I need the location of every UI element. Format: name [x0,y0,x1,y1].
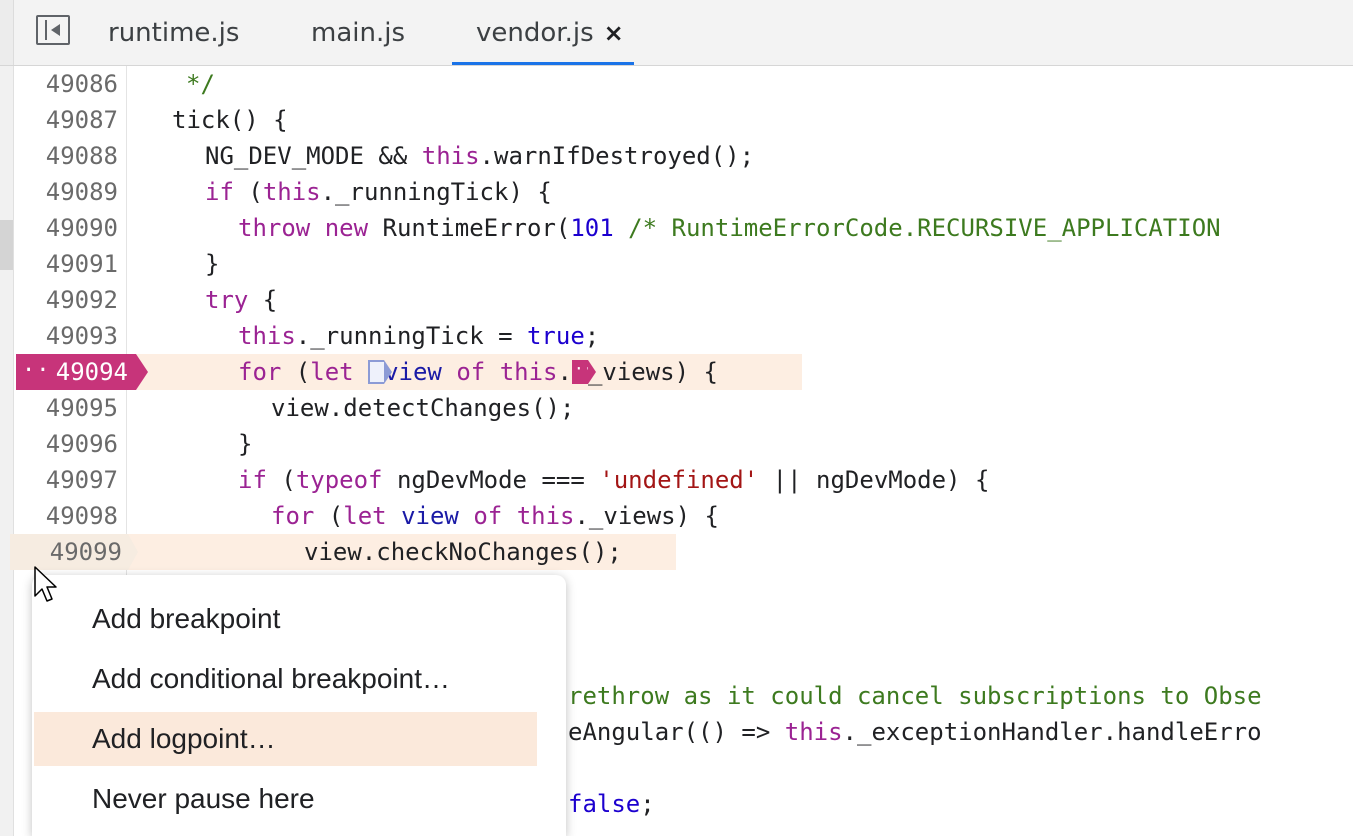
breakpoint-dots-icon: ·· [22,358,51,383]
inline-breakpoint-empty-icon[interactable] [368,360,393,384]
line-number[interactable]: 49097 [45,466,118,494]
line-number[interactable]: 49090 [45,214,118,242]
breakpoint-row-highlight [128,354,802,390]
code-line: */ [186,70,215,98]
gutter-context-menu: Add breakpoint Add conditional breakpoin… [32,575,566,836]
line-number[interactable]: 49096 [45,430,118,458]
code-line: } [205,250,220,278]
menu-item-never-pause-here[interactable]: Never pause here [92,783,315,814]
code-line: for (let view of this._views) { [271,502,719,530]
code-line: this._runningTick = true; [238,322,600,350]
editor-tab-bar: runtime.js main.js vendor.js × [0,0,1353,66]
tab-label: runtime.js [108,18,240,48]
line-number[interactable]: 49093 [45,322,118,350]
line-number[interactable]: 49087 [45,106,118,134]
line-number[interactable]: 49088 [45,142,118,170]
mouse-pointer-icon [34,566,57,602]
menu-item-add-logpoint[interactable]: Add logpoint… [34,712,537,766]
code-line: if (this._runningTick) { [205,178,552,206]
line-number[interactable]: 49095 [45,394,118,422]
left-edge-bar [0,0,14,65]
code-line: view.detectChanges(); [271,394,575,422]
inline-breakpoint-active-icon[interactable]: ·· [571,359,596,384]
breakpoint-line-marker[interactable]: ·· 49094 [16,354,148,390]
code-line: if (typeof ngDevMode === 'undefined' || … [238,466,990,494]
menu-item-add-breakpoint[interactable]: Add breakpoint [92,603,281,634]
editor-left-edge [0,66,14,836]
line-number[interactable]: 49086 [45,70,118,98]
code-line-breakpoint: for (let view of this.··_views) { [238,358,718,386]
line-number[interactable]: 49089 [45,178,118,206]
code-line-partial: false; [568,790,655,818]
tab-main-js[interactable]: main.js [311,0,405,65]
sidebar-toggle-icon[interactable] [36,15,70,45]
code-line-partial: eAngular(() => this._exceptionHandler.ha… [568,718,1262,746]
hover-row-highlight [128,534,676,570]
line-number: 49094 [55,358,128,386]
line-number[interactable]: 49091 [45,250,118,278]
code-line: } [238,430,253,458]
close-icon[interactable]: × [603,19,624,47]
code-line: view.checkNoChanges(); [304,538,622,566]
menu-item-add-conditional-breakpoint[interactable]: Add conditional breakpoint… [92,663,451,694]
code-line: NG_DEV_MODE && this.warnIfDestroyed(); [205,142,755,170]
code-line: throw new RuntimeError(101 /* RuntimeErr… [238,214,1221,242]
tab-label: main.js [311,18,405,48]
code-line: tick() { [172,106,288,134]
code-line: try { [205,286,278,314]
tab-vendor-js[interactable]: vendor.js × [452,0,634,65]
line-number[interactable]: 49098 [45,502,118,530]
code-line-partial: rethrow as it could cancel subscriptions… [568,682,1262,710]
tab-runtime-js[interactable]: runtime.js [108,0,239,65]
line-number[interactable]: 49092 [45,286,118,314]
tab-label: vendor.js [476,18,594,48]
hovered-line-number[interactable]: 49099 [10,534,138,570]
